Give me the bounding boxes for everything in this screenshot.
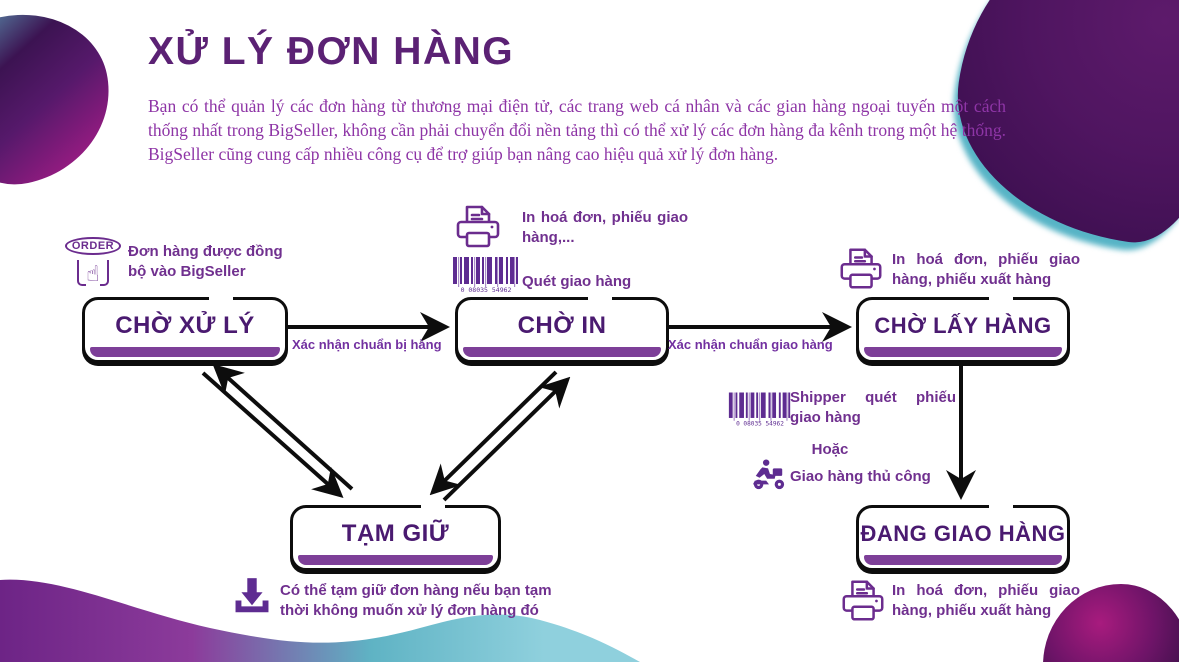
note-manual-delivery: Giao hàng thủ công <box>790 468 931 485</box>
note-or: Hoặc <box>811 441 849 458</box>
node-cho-in: CHỜ IN <box>455 294 669 363</box>
note-print-docs-short: In hoá đơn, phiếu giao hàng,... <box>522 209 688 247</box>
node-label: CHỜ IN <box>517 312 607 339</box>
note-print-docs-shipping: In hoá đơn, phiếu giao hàng, phiếu xuất … <box>892 582 1080 620</box>
note-shipper-scan: Shipper quét phiếu giao hàng <box>790 389 956 427</box>
node-label: CHỜ XỬ LÝ <box>115 312 255 339</box>
arrow-hold-to-pending <box>212 363 354 491</box>
node-tam-giu: TẠM GIỮ <box>290 502 501 571</box>
node-dang-giao-hang: ĐANG GIAO HÀNG <box>856 502 1070 571</box>
arrow-pending-to-hold <box>201 371 344 498</box>
note-order-sync: Đơn hàng được đồng bộ vào BigSeller <box>128 243 283 281</box>
barcode-digits: 0 08035 54962 <box>736 421 784 428</box>
hold-download-icon <box>235 578 269 613</box>
order-click-icon: ORDER ☝ <box>64 236 122 286</box>
node-cho-lay-hang: CHỜ LẤY HÀNG <box>856 294 1070 363</box>
delivery-scooter-icon <box>752 459 785 490</box>
decor-wave-bottom-left <box>0 579 640 662</box>
printer-icon <box>842 580 884 621</box>
printer-icon <box>840 248 882 289</box>
node-label: TẠM GIỮ <box>341 520 450 547</box>
note-hold: Có thể tạm giữ đơn hàng nếu bạn tạm thời… <box>280 582 552 620</box>
node-label: CHỜ LẤY HÀNG <box>874 313 1052 338</box>
barcode-icon: 0 08035 54962 <box>728 392 791 428</box>
note-print-docs-pickup: In hoá đơn, phiếu giao hàng, phiếu xuất … <box>892 251 1080 289</box>
page-title: XỬ LÝ ĐƠN HÀNG <box>148 30 515 73</box>
order-badge: ORDER <box>64 237 122 255</box>
barcode-digits: 0 08035 54962 <box>461 286 512 293</box>
node-label: ĐANG GIAO HÀNG <box>860 521 1066 546</box>
note-scan-shipping: Quét giao hàng <box>522 273 632 290</box>
printer-icon <box>456 205 500 248</box>
pointing-hand-icon: ☝ <box>86 262 100 287</box>
barcode-icon: 0 08035 54962 <box>453 257 518 293</box>
edge-label-confirm-shipping: Xác nhận chuẩn giao hàng <box>668 337 833 352</box>
arrow-print-to-hold <box>429 370 558 496</box>
arrow-hold-to-print <box>442 376 571 502</box>
edge-label-prepare-goods: Xác nhận chuẩn bị hàng <box>292 337 442 352</box>
intro-paragraph: Bạn có thể quản lý các đơn hàng từ thươn… <box>148 96 1006 165</box>
node-cho-xu-ly: CHỜ XỬ LÝ <box>82 294 288 363</box>
